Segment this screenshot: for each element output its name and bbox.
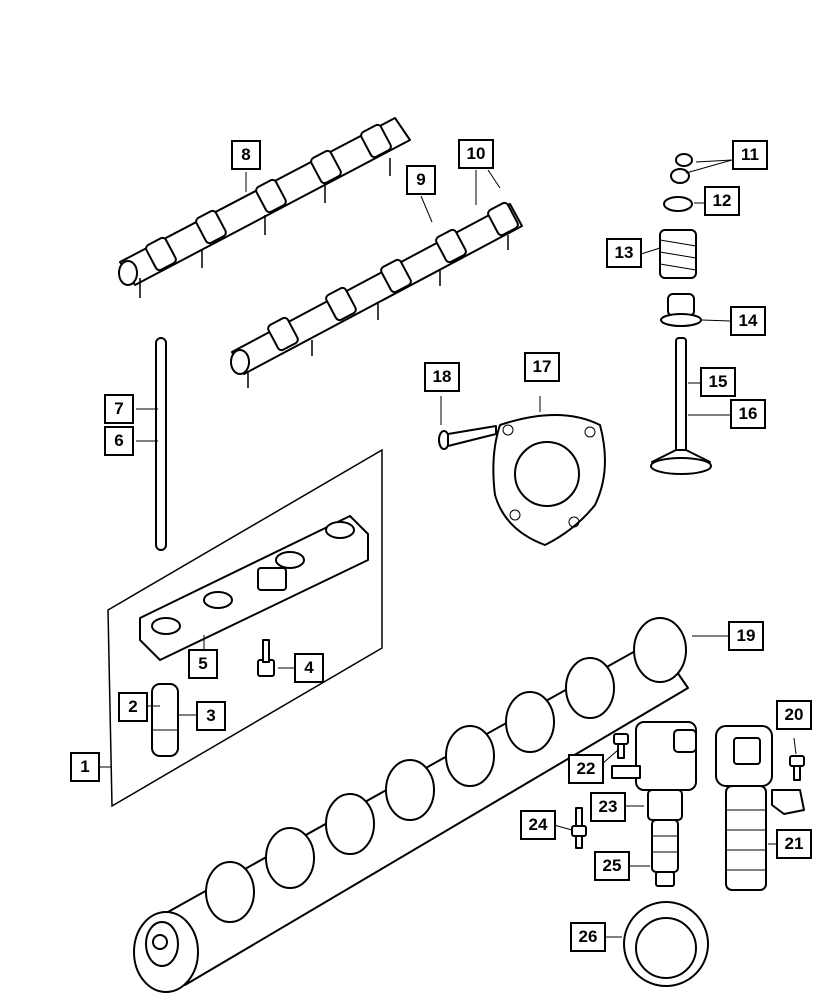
- callout-13[interactable]: 13: [606, 238, 642, 268]
- callout-24[interactable]: 24: [520, 810, 556, 840]
- seal[interactable]: [623, 901, 709, 987]
- callout-11[interactable]: 11: [732, 140, 768, 170]
- bolt-22[interactable]: [613, 733, 629, 759]
- callout-9[interactable]: 9: [406, 165, 436, 195]
- camshaft[interactable]: [133, 617, 689, 993]
- thrust-plate[interactable]: [492, 414, 606, 546]
- valve-spring[interactable]: [659, 229, 697, 279]
- callout-8[interactable]: 8: [231, 140, 261, 170]
- bolt-20[interactable]: [789, 755, 805, 781]
- callout-6[interactable]: 6: [104, 426, 134, 456]
- callout-22[interactable]: 22: [568, 754, 604, 784]
- rocker-shaft-upper[interactable]: [118, 117, 411, 298]
- rocker-shaft-lower[interactable]: [230, 201, 523, 388]
- callout-17[interactable]: 17: [524, 352, 560, 382]
- valve[interactable]: [650, 337, 712, 475]
- camshaft-sensor[interactable]: [611, 721, 697, 887]
- lifter-group-box: [107, 448, 383, 808]
- leader-lines: [100, 159, 797, 938]
- callout-19[interactable]: 19: [728, 621, 764, 651]
- push-rod[interactable]: [155, 337, 167, 551]
- callout-4[interactable]: 4: [294, 653, 324, 683]
- callout-2[interactable]: 2: [118, 692, 148, 722]
- thrust-plate-bolt[interactable]: [438, 425, 497, 450]
- callout-23[interactable]: 23: [590, 792, 626, 822]
- callout-3[interactable]: 3: [196, 701, 226, 731]
- valve-spring-retainer[interactable]: [663, 196, 693, 212]
- callout-21[interactable]: 21: [776, 829, 812, 859]
- callout-18[interactable]: 18: [424, 362, 460, 392]
- callout-12[interactable]: 12: [704, 186, 740, 216]
- callout-5[interactable]: 5: [188, 649, 218, 679]
- valve-keepers[interactable]: [670, 153, 693, 184]
- bolt-4[interactable]: [257, 639, 275, 677]
- lifter-guide[interactable]: [139, 515, 369, 661]
- callout-25[interactable]: 25: [594, 851, 630, 881]
- callout-20[interactable]: 20: [776, 700, 812, 730]
- bolt-24[interactable]: [571, 807, 587, 849]
- valve-stem-seal[interactable]: [660, 293, 702, 327]
- callout-15[interactable]: 15: [700, 367, 736, 397]
- hydraulic-lifter[interactable]: [151, 683, 179, 757]
- callout-10[interactable]: 10: [458, 139, 494, 169]
- callout-7[interactable]: 7: [104, 394, 134, 424]
- oil-control-valve[interactable]: [715, 725, 805, 891]
- callout-14[interactable]: 14: [730, 306, 766, 336]
- callout-16[interactable]: 16: [730, 399, 766, 429]
- callout-1[interactable]: 1: [70, 752, 100, 782]
- callout-26[interactable]: 26: [570, 922, 606, 952]
